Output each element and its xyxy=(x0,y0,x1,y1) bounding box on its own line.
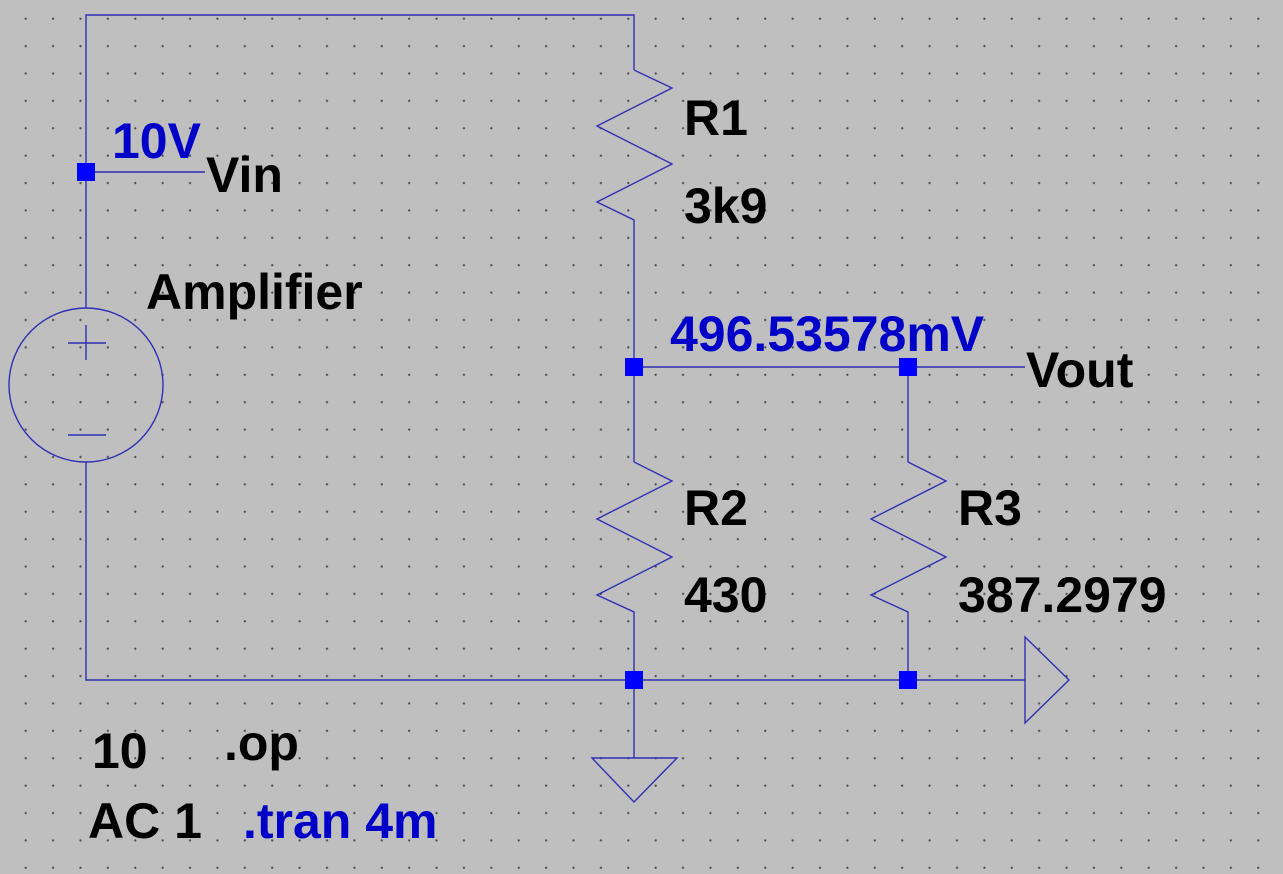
vin-voltage-annotation: 10V xyxy=(112,113,201,169)
junction-node[interactable] xyxy=(625,358,643,376)
junction-node[interactable] xyxy=(625,671,643,689)
resistor-r2-symbol[interactable] xyxy=(595,461,674,622)
source-name-label[interactable]: Amplifier xyxy=(146,264,363,320)
op-directive[interactable]: .op xyxy=(224,715,299,771)
output-port-icon[interactable] xyxy=(1024,635,1071,725)
r1-ref-label[interactable]: R1 xyxy=(684,90,748,146)
r1-value-label[interactable]: 3k9 xyxy=(684,178,768,234)
resistor-r1-symbol[interactable] xyxy=(595,69,674,230)
r3-value-label[interactable]: 387.2979 xyxy=(958,567,1167,623)
junction-node[interactable] xyxy=(77,163,95,181)
r3-ref-label[interactable]: R3 xyxy=(958,480,1022,536)
junction-nodes xyxy=(77,163,917,689)
ground-icon[interactable] xyxy=(590,757,679,804)
vout-voltage-annotation: 496.53578mV xyxy=(670,306,985,362)
wire-top-loop[interactable] xyxy=(85,14,635,308)
wire-bottom-return[interactable] xyxy=(85,462,1025,681)
voltage-source-symbol[interactable] xyxy=(8,307,164,463)
tran-directive[interactable]: .tran 4m xyxy=(243,793,438,849)
source-ac-label[interactable]: AC 1 xyxy=(88,793,202,849)
r2-ref-label[interactable]: R2 xyxy=(684,480,748,536)
plus-sign-icon xyxy=(68,325,106,360)
wires xyxy=(85,14,1025,758)
vout-net-label[interactable]: Vout xyxy=(1026,342,1134,398)
source-dc-value-label[interactable]: 10 xyxy=(92,723,148,779)
resistor-r3-symbol[interactable] xyxy=(869,461,948,622)
junction-node[interactable] xyxy=(899,358,917,376)
r2-value-label[interactable]: 430 xyxy=(684,567,768,623)
vin-net-label[interactable]: Vin xyxy=(206,147,283,203)
junction-node[interactable] xyxy=(899,671,917,689)
